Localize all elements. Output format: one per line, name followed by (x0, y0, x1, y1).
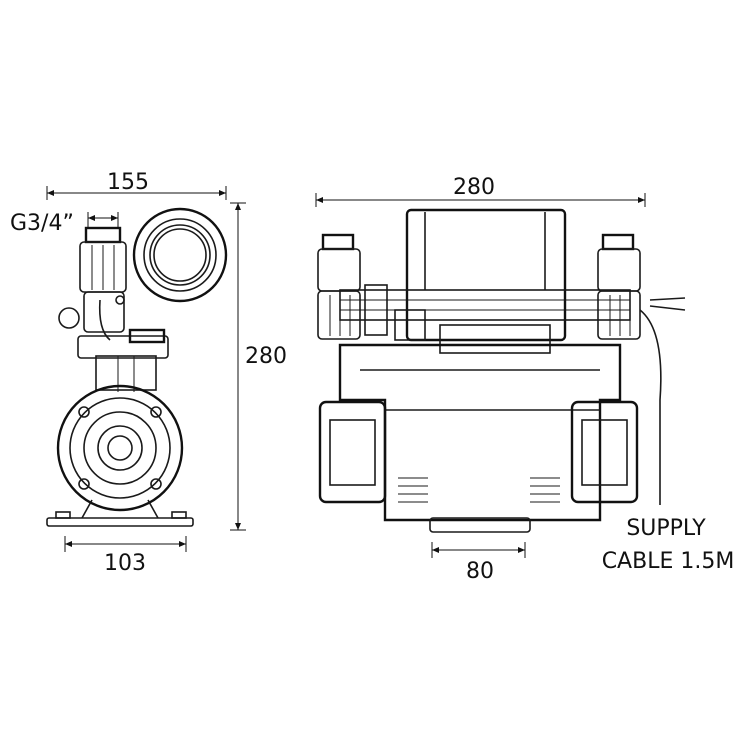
side-width-label: 155 (107, 170, 149, 195)
front-width-label: 280 (453, 175, 495, 200)
front-view-dimensions (315, 193, 646, 558)
cable-label-line1: SUPPLY (626, 516, 706, 541)
side-view-pump (46, 207, 228, 527)
side-height-label: 280 (245, 344, 287, 369)
thread-size-label: G3/4” (10, 211, 74, 236)
front-base-label: 80 (466, 559, 494, 584)
side-view-dimensions (46, 186, 246, 552)
front-view-pump (317, 208, 686, 533)
side-base-label: 103 (104, 551, 146, 576)
cable-label-line2: CABLE 1.5M (602, 549, 735, 574)
